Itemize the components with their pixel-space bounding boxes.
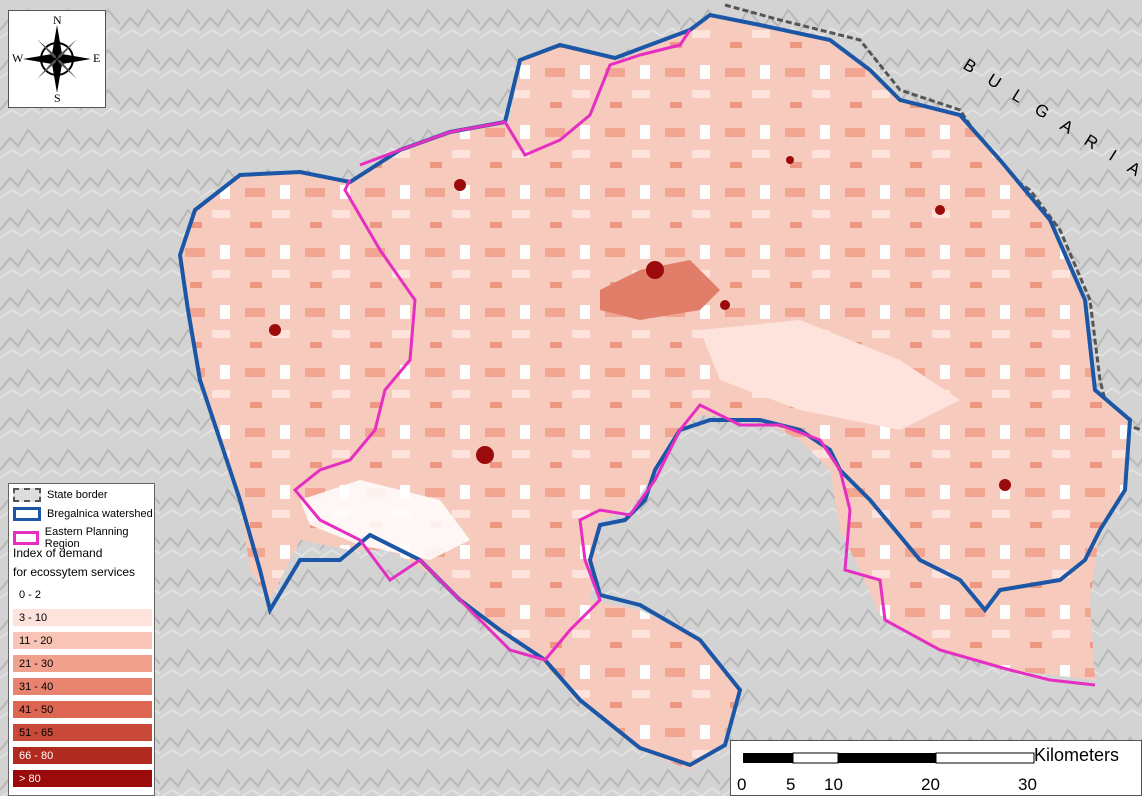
scale-unit: Kilometers	[1034, 745, 1120, 765]
state-border-swatch	[13, 488, 41, 502]
scale-bar-graphic	[743, 752, 1035, 764]
legend-state-border: State border	[13, 488, 108, 502]
legend-class-label: 0 - 2	[19, 588, 42, 601]
legend-watershed: Bregalnica watershed	[13, 507, 153, 521]
scale-tick: 5	[786, 775, 796, 794]
hotspot	[999, 479, 1011, 491]
legend-class-label: 11 - 20	[19, 634, 53, 647]
legend-class-3: 21 - 30	[13, 655, 152, 672]
legend-class-8: > 80	[13, 770, 152, 787]
legend-class-7: 66 - 80	[13, 747, 152, 764]
legend-class-label: 21 - 30	[19, 657, 54, 670]
white-lowland-patch	[300, 480, 470, 560]
legend-class-2: 11 - 20	[13, 632, 152, 649]
scale-bar: Kilometers 0 5 10 20 30	[730, 740, 1142, 796]
compass-west: W	[12, 51, 24, 65]
legend-index-subtitle: for ecossytem services	[13, 565, 136, 579]
hotspot	[269, 324, 281, 336]
legend-class-5: 41 - 50	[13, 701, 152, 718]
scale-tick: 30	[1018, 775, 1037, 794]
scale-tick: 20	[921, 775, 940, 794]
north-arrow: N S W E	[8, 10, 106, 108]
scale-tick: 10	[824, 775, 843, 794]
compass-east: E	[93, 51, 101, 65]
map-legend: State border Bregalnica watershed Easter…	[8, 483, 155, 796]
hotspot	[786, 156, 794, 164]
hotspot	[720, 300, 730, 310]
light-east-patch	[700, 320, 960, 430]
legend-index-title: Index of demand	[13, 546, 103, 560]
study-area-fill	[180, 15, 1130, 770]
legend-planning-region: Eastern Planning Region	[13, 526, 154, 550]
compass-north: N	[53, 13, 62, 27]
legend-class-4: 31 - 40	[13, 678, 152, 695]
planning-region-swatch	[13, 531, 39, 545]
legend-class-1: 3 - 10	[13, 609, 152, 626]
legend-class-label: 3 - 10	[19, 611, 48, 624]
eastern-planning-region-boundary	[292, 29, 1096, 687]
legend-class-6: 51 - 65	[13, 724, 152, 741]
hotspot	[476, 446, 494, 464]
legend-class-0: 0 - 2	[13, 586, 152, 603]
legend-class-label: > 80	[19, 772, 41, 785]
hotspot	[454, 179, 466, 191]
watershed-swatch	[13, 507, 41, 521]
hotspot	[935, 205, 945, 215]
compass-rose-icon	[23, 25, 91, 93]
compass-south: S	[54, 91, 61, 105]
legend-class-label: 51 - 65	[19, 726, 54, 739]
hotspot	[646, 261, 664, 279]
dark-patch	[600, 260, 720, 320]
legend-class-label: 31 - 40	[19, 680, 54, 693]
legend-class-label: 41 - 50	[19, 703, 54, 716]
scale-tick: 0	[737, 775, 747, 794]
legend-class-label: 66 - 80	[19, 749, 54, 762]
